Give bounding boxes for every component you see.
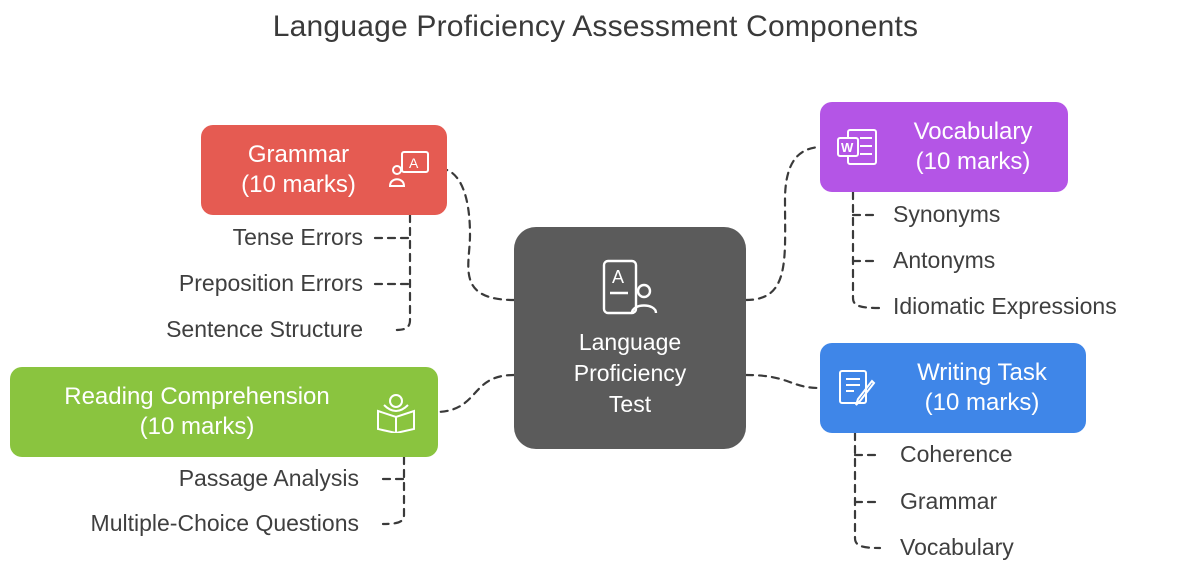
writing-marks: (10 marks): [924, 389, 1040, 416]
grammar-item-2: Preposition Errors: [178, 270, 363, 296]
vocabulary-item-3: Idiomatic Expressions: [893, 293, 1117, 319]
writing-node: Writing Task (10 marks): [820, 343, 1086, 433]
diagram-title: Language Proficiency Assessment Componen…: [272, 10, 919, 43]
reading-marks: (10 marks): [139, 413, 255, 440]
vocabulary-node: W Vocabulary (10 marks): [820, 102, 1068, 192]
connector-writing-items: [853, 431, 882, 550]
word-document-icon: W: [837, 129, 877, 165]
grammar-marks: (10 marks): [241, 171, 356, 198]
vocabulary-item-1: Synonyms: [893, 201, 1001, 227]
grammar-title: Grammar: [247, 141, 350, 168]
vocabulary-item-2: Antonyms: [893, 247, 996, 273]
connector-grammar-items: [393, 213, 412, 332]
grammar-item-3: Sentence Structure: [166, 316, 363, 342]
center-node: A Language Proficiency Test: [514, 227, 746, 449]
reading-item-1: Passage Analysis: [178, 465, 359, 491]
svg-text:A: A: [409, 155, 419, 171]
vocabulary-title: Vocabulary: [913, 118, 1033, 145]
center-label-line1: Language: [578, 329, 682, 355]
grammar-item-1: Tense Errors: [232, 224, 363, 250]
reading-item-2: Multiple-Choice Questions: [90, 510, 359, 536]
reading-title: Reading Comprehension: [64, 383, 330, 410]
svg-text:W: W: [841, 140, 854, 155]
writing-item-2: Grammar: [900, 488, 998, 514]
pen-paper-icon: [839, 370, 876, 406]
writing-item-1: Coherence: [900, 441, 1013, 467]
vocabulary-marks: (10 marks): [915, 148, 1031, 175]
connector-vocabulary-items: [851, 190, 882, 310]
connector-reading: [436, 373, 516, 414]
grammar-node: Grammar (10 marks) A: [201, 125, 447, 215]
center-label-line2: Proficiency: [573, 360, 687, 386]
connector-writing: [744, 373, 822, 390]
connector-vocabulary: [744, 145, 822, 302]
exam-person-icon: A: [602, 259, 658, 315]
svg-text:A: A: [612, 267, 624, 287]
open-book-reader-icon: [377, 394, 415, 433]
center-label-line3: Test: [608, 391, 652, 417]
connector-grammar: [445, 168, 516, 302]
connector-reading-items: [381, 455, 406, 526]
writing-item-3: Vocabulary: [900, 534, 1014, 560]
teacher-board-icon: A: [388, 151, 429, 187]
writing-title: Writing Task: [917, 359, 1047, 386]
reading-node: Reading Comprehension (10 marks): [10, 367, 438, 457]
